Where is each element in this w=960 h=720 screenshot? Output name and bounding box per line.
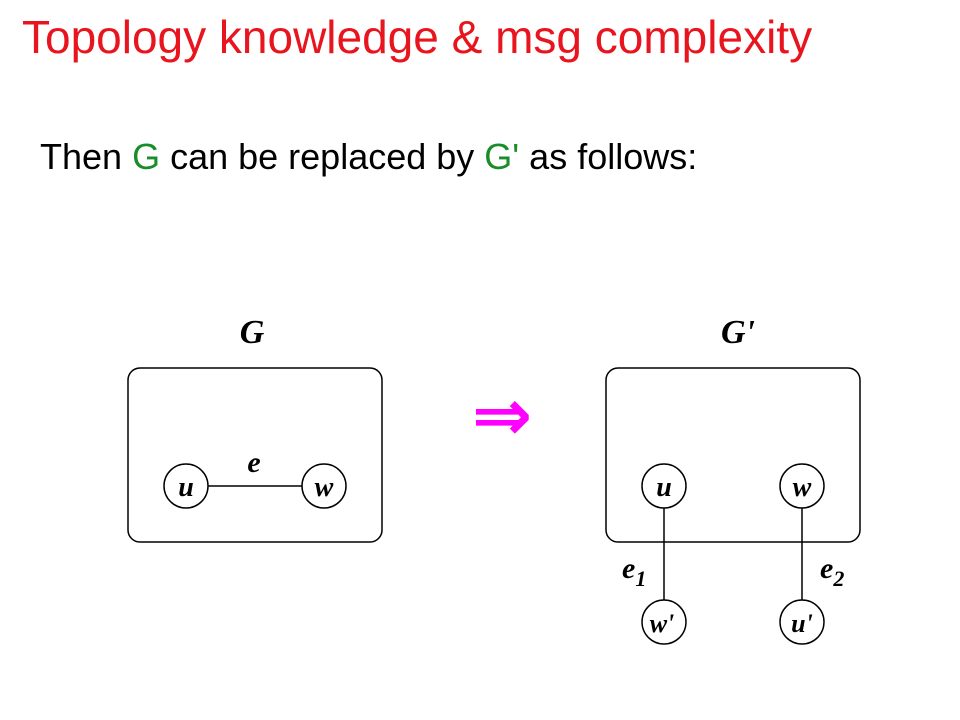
sentence-part-1: Then <box>40 136 133 177</box>
node-w-prime-label: w' <box>650 609 675 638</box>
graph-g-prime-mention: G' <box>484 136 520 177</box>
graph-g-prime: G' u w w' u' e1 e2 <box>605 314 861 645</box>
slide-title: Topology knowledge & msg complexity <box>22 11 813 63</box>
edge-e2-letter: e <box>820 552 833 585</box>
sentence-part-3: as follows: <box>519 136 698 177</box>
node-w-label: w <box>793 472 812 503</box>
node-u-label: u <box>656 472 672 503</box>
edge-e1-letter: e <box>622 552 635 585</box>
graph-g-prime-label: G' <box>721 314 755 351</box>
edge-e1-label: e1 <box>622 552 646 591</box>
node-w-prime <box>641 599 687 645</box>
graph-g: G e u w <box>127 314 383 543</box>
edge-e1-subscript: 1 <box>635 566 646 591</box>
graph-g-boundary <box>127 367 383 543</box>
edge-e2-subscript: 2 <box>832 566 844 591</box>
slide-sentence: Then G can be replaced by G' as follows: <box>40 136 697 178</box>
node-u-prime-label: u' <box>791 609 813 638</box>
node-u <box>163 463 209 509</box>
node-w-label: w <box>315 472 334 503</box>
node-u-prime <box>779 599 825 645</box>
graph-g-mention: G <box>132 136 161 177</box>
node-w <box>301 463 347 509</box>
implies-arrow-icon: ⇒ <box>472 373 532 457</box>
edge-e-label: e <box>247 446 260 479</box>
edge-e2-label: e2 <box>820 552 844 591</box>
node-u-label: u <box>178 472 194 503</box>
graph-g-label: G <box>240 314 265 351</box>
node-u-prime-graph <box>641 463 687 509</box>
graph-g-prime-boundary <box>605 367 861 543</box>
sentence-part-2: can be replaced by <box>160 136 485 177</box>
node-w-prime-graph <box>779 463 825 509</box>
